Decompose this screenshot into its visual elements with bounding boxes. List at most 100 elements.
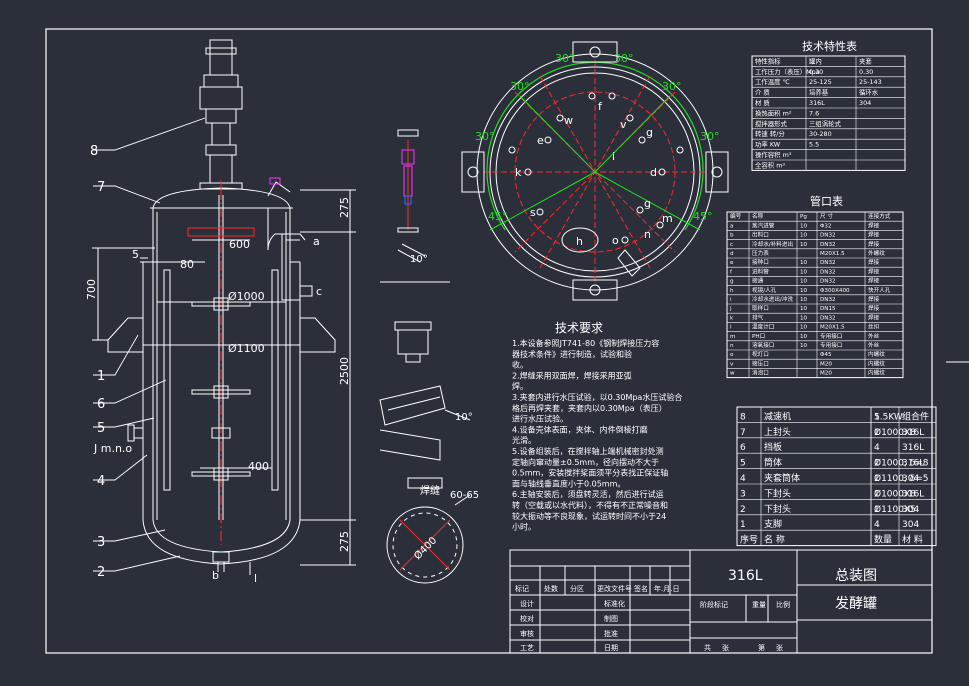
tech-char-cell: 工作压力（表压）Mpa bbox=[755, 67, 820, 76]
nozzle-cell: Φ32 bbox=[820, 223, 832, 229]
parts-cell: 316L bbox=[902, 459, 924, 469]
tech-char-cell: 25-125 bbox=[809, 78, 832, 86]
svg-text:校对: 校对 bbox=[520, 614, 534, 623]
parts-cell: 名 称 bbox=[764, 534, 785, 546]
nozzle-cell: 10 bbox=[800, 334, 808, 340]
tech-char-cell: 换热面积 m² bbox=[755, 108, 792, 117]
parts-cell: 316L bbox=[902, 428, 924, 438]
svg-text:i: i bbox=[612, 150, 615, 163]
parts-cell: 1 bbox=[874, 428, 880, 438]
nozzle-cell: 丝扣 bbox=[868, 323, 880, 331]
baffle-right bbox=[271, 269, 279, 491]
nozzle-cell: 专用接口 bbox=[820, 332, 842, 340]
parts-cell: 8 bbox=[740, 412, 746, 422]
nozzle-cell: d bbox=[730, 251, 734, 257]
svg-text:共: 共 bbox=[704, 643, 711, 652]
tech-char-cell: 工作温度 ℃ bbox=[755, 77, 790, 86]
parts-cell: 304 bbox=[902, 520, 919, 530]
tech-char-cell: 0.30 bbox=[809, 68, 823, 76]
nozzle-cell: 10 bbox=[800, 279, 808, 285]
svg-text:Ø400: Ø400 bbox=[412, 535, 440, 563]
drawing-frame bbox=[45, 28, 933, 654]
svg-text:f: f bbox=[598, 100, 603, 113]
svg-text:30°: 30° bbox=[662, 80, 682, 93]
svg-text:275: 275 bbox=[338, 197, 351, 218]
nozzle-cell: 消泡口 bbox=[752, 369, 769, 377]
svg-text:c: c bbox=[316, 285, 322, 298]
tech-char-cell: 316L bbox=[809, 99, 825, 107]
nozzle-cell: 内螺纹 bbox=[868, 350, 885, 358]
nozzle-cell: Φ45 bbox=[820, 352, 832, 358]
tech-req-line: 较大振动等不良现象，试运转时间不小于24 bbox=[512, 511, 666, 521]
svg-text:400: 400 bbox=[248, 460, 269, 473]
svg-text:g: g bbox=[646, 126, 653, 139]
nozzle-cell: 温度计口 bbox=[752, 323, 774, 331]
parts-cell: 304 bbox=[902, 505, 919, 515]
svg-text:制图: 制图 bbox=[604, 614, 618, 623]
svg-text:标记: 标记 bbox=[515, 584, 529, 593]
svg-text:重量: 重量 bbox=[752, 601, 766, 609]
tech-char-cell: 全容积 m³ bbox=[755, 160, 785, 169]
svg-text:Ø1000: Ø1000 bbox=[228, 290, 265, 303]
parts-cell: 4 bbox=[874, 520, 880, 530]
nozzle-cell: 10 bbox=[800, 343, 808, 349]
tech-char-cell: 罐内 bbox=[809, 56, 822, 65]
nozzle-cell: DN32 bbox=[820, 260, 836, 266]
svg-text:30°: 30° bbox=[700, 130, 720, 143]
tech-char-cell: 特性指标 bbox=[755, 56, 781, 65]
nozzle-cell: 焊接 bbox=[868, 313, 880, 321]
parts-cell: 1 bbox=[874, 459, 880, 469]
title-block bbox=[509, 549, 933, 654]
ring-sparger bbox=[386, 506, 464, 584]
parts-cell: 5.5KW bbox=[874, 412, 903, 422]
nozzle-cell: M20 bbox=[820, 361, 832, 367]
svg-text:年.月.日: 年.月.日 bbox=[654, 584, 679, 593]
nozzle-cell: 内螺纹 bbox=[868, 369, 885, 377]
tb-material: 316L bbox=[728, 568, 763, 584]
tech-char-cell: 7.6 bbox=[809, 109, 819, 117]
tech-char-cell: 循环水 bbox=[859, 88, 879, 97]
baffle-left bbox=[163, 269, 171, 491]
parts-cell: 组合件 bbox=[902, 410, 929, 422]
svg-text:l: l bbox=[254, 572, 257, 585]
parts-border bbox=[736, 406, 937, 547]
parts-cell: 7 bbox=[740, 428, 746, 438]
nozzle-cell: 出料口 bbox=[752, 231, 769, 239]
tech-char-cell: 介 质 bbox=[755, 88, 770, 97]
parts-cell: 4 bbox=[874, 443, 880, 453]
tech-req-line: 光滑。 bbox=[512, 435, 536, 445]
nozzle-cell: l bbox=[730, 325, 732, 331]
tech-req-line: 器技术条件》进行制造，试验和验 bbox=[512, 349, 632, 359]
nozzle-cell: i bbox=[730, 297, 732, 303]
nozzle-cell: 焊接 bbox=[868, 277, 880, 285]
svg-text:k: k bbox=[515, 166, 522, 179]
parts-cell: 支脚 bbox=[764, 518, 782, 530]
nozzle-cell: 焊接 bbox=[868, 267, 880, 275]
nozzle-cell: 取样口 bbox=[752, 304, 769, 312]
nozzle-cell: f bbox=[730, 269, 733, 275]
callout-7: 7 bbox=[97, 180, 105, 195]
nozzle-cell: 焊接 bbox=[868, 231, 880, 239]
svg-text:275: 275 bbox=[338, 531, 351, 552]
parts-cell: 减速机 bbox=[764, 410, 791, 422]
nozzle-cell: w bbox=[730, 371, 735, 377]
svg-text:工艺: 工艺 bbox=[520, 644, 534, 652]
tech-char-cell: 转速 转/分 bbox=[755, 129, 785, 138]
parts-cell: 4 bbox=[740, 474, 746, 484]
nozzle-cell: e bbox=[730, 260, 734, 266]
nozzle-cell: 视灯口 bbox=[752, 350, 769, 358]
svg-text:60-65: 60-65 bbox=[450, 490, 479, 501]
nozzle-cell: 排气 bbox=[752, 313, 764, 321]
plan-letters: w e f v g g i k d s h o m n bbox=[515, 100, 673, 248]
svg-text:v: v bbox=[620, 118, 627, 131]
svg-text:600: 600 bbox=[229, 238, 250, 251]
svg-text:30°: 30° bbox=[475, 130, 495, 143]
tech-char-title: 技术特性表 bbox=[802, 39, 857, 53]
nozzle-cell: o bbox=[730, 352, 734, 358]
nozzle-cell: DN32 bbox=[820, 297, 836, 303]
nozzle-cell: 10 bbox=[800, 233, 808, 239]
svg-text:处数: 处数 bbox=[544, 584, 558, 593]
nozzle-cell: DN32 bbox=[820, 269, 836, 275]
